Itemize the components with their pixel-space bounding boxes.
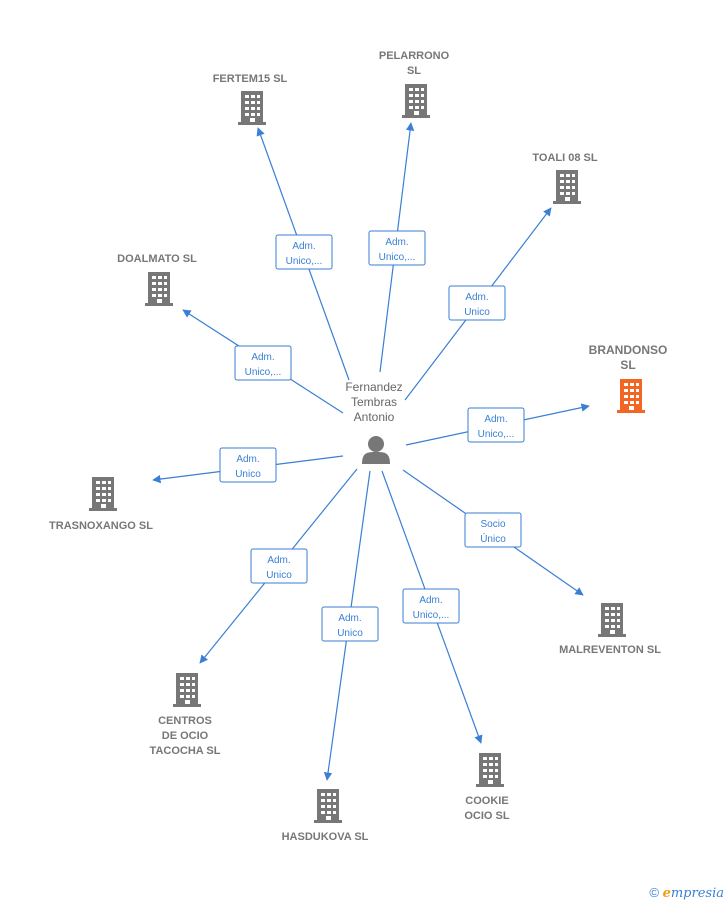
relation-label-toali08[interactable]: Adm. Unico — [448, 285, 506, 321]
company-node-pelarrono[interactable]: PELARRONO SL — [379, 50, 450, 118]
company-name-line: DE OCIO — [162, 730, 209, 742]
person-icon — [362, 436, 390, 464]
building-icon — [553, 170, 581, 204]
relation-text-line: Unico,... — [379, 252, 416, 263]
relation-text-line: Socio — [480, 519, 505, 530]
relation-box — [250, 548, 308, 584]
relation-text-line: Adm. — [385, 237, 408, 248]
company-name-line: SL — [620, 358, 635, 372]
company-node-doalmato[interactable]: DOALMATO SL — [117, 253, 197, 306]
relation-text-line: Adm. — [465, 292, 488, 303]
empresia-logo[interactable]: empresia — [662, 886, 724, 901]
copyright-footer: © empresia — [649, 885, 724, 901]
relation-text-line: Unico,... — [286, 256, 323, 267]
building-icon — [238, 91, 266, 125]
company-node-toali08[interactable]: TOALI 08 SL — [532, 152, 598, 204]
relation-text-line: Adm. — [419, 595, 442, 606]
center-person-node[interactable]: Fernandez Tembras Antonio — [345, 380, 403, 464]
relation-box — [234, 345, 292, 381]
relation-text-line: Unico,... — [413, 610, 450, 621]
company-node-malreventon[interactable]: MALREVENTON SL — [559, 603, 661, 656]
company-node-centros[interactable]: CENTROS DE OCIO TACOCHA SL — [150, 673, 221, 757]
building-icon — [617, 379, 645, 413]
person-name-line-2: Tembras — [351, 395, 397, 409]
relation-label-pelarrono[interactable]: Adm. Unico,... — [368, 230, 426, 266]
company-name-line: COOKIE — [465, 795, 508, 807]
relation-label-fertem15[interactable]: Adm. Unico,... — [275, 234, 333, 270]
relation-text-line: Adm. — [292, 241, 315, 252]
relation-text-line: Adm. — [484, 414, 507, 425]
relation-box — [368, 230, 426, 266]
building-icon — [314, 789, 342, 823]
company-node-cookie[interactable]: COOKIE OCIO SL — [464, 753, 510, 822]
building-icon — [173, 673, 201, 707]
relation-text-line: Adm. — [236, 454, 259, 465]
company-name-line: TACOCHA SL — [150, 745, 221, 757]
company-node-trasnoxango[interactable]: TRASNOXANGO SL — [49, 477, 153, 532]
relation-box — [275, 234, 333, 270]
company-name-line: PELARRONO — [379, 50, 450, 62]
relation-label-cookie[interactable]: Adm. Unico,... — [402, 588, 460, 624]
relation-box — [219, 447, 277, 483]
company-name-line: TRASNOXANGO SL — [49, 520, 153, 532]
building-icon — [598, 603, 626, 637]
building-icon — [89, 477, 117, 511]
person-name-line-1: Fernandez — [345, 380, 402, 394]
company-name-line: SL — [407, 65, 421, 77]
relation-box — [467, 407, 525, 443]
relation-label-doalmato[interactable]: Adm. Unico,... — [234, 345, 292, 381]
person-name-line-3: Antonio — [354, 410, 395, 424]
relation-text-line: Unico,... — [478, 429, 515, 440]
company-name-line: TOALI 08 SL — [532, 152, 597, 164]
relation-text-line: Unico — [464, 307, 490, 318]
relation-text-line: Unico — [235, 469, 261, 480]
relation-text-line: Adm. — [251, 352, 274, 363]
relation-label-centros[interactable]: Adm. Unico — [250, 548, 308, 584]
relation-text-line: Adm. — [267, 555, 290, 566]
relation-label-brandonso[interactable]: Adm. Unico,... — [467, 407, 525, 443]
company-name-line: DOALMATO SL — [117, 253, 197, 265]
company-name-line: MALREVENTON SL — [559, 644, 661, 656]
company-node-fertem15[interactable]: FERTEM15 SL — [213, 73, 288, 125]
building-icon — [476, 753, 504, 787]
relation-label-hasdukova[interactable]: Adm. Unico — [321, 606, 379, 642]
company-name-line: BRANDONSO — [589, 343, 668, 357]
company-name-line: FERTEM15 SL — [213, 73, 288, 85]
building-icon — [402, 84, 430, 118]
building-icon — [145, 272, 173, 306]
company-name-line: CENTROS — [158, 715, 212, 727]
relation-text-line: Adm. — [338, 613, 361, 624]
relation-text-line: Unico — [337, 628, 363, 639]
relation-text-line: Único — [480, 532, 506, 545]
company-name-line: HASDUKOVA SL — [282, 831, 369, 843]
copyright-symbol: © — [649, 885, 659, 900]
relation-box — [448, 285, 506, 321]
relation-box — [321, 606, 379, 642]
relation-text-line: Unico,... — [245, 367, 282, 378]
relation-box — [464, 512, 522, 548]
relation-text-line: Unico — [266, 570, 292, 581]
relation-label-trasnoxango[interactable]: Adm. Unico — [219, 447, 277, 483]
company-name-line: OCIO SL — [464, 810, 510, 822]
relation-box — [402, 588, 460, 624]
company-node-hasdukova[interactable]: HASDUKOVA SL — [282, 789, 369, 843]
